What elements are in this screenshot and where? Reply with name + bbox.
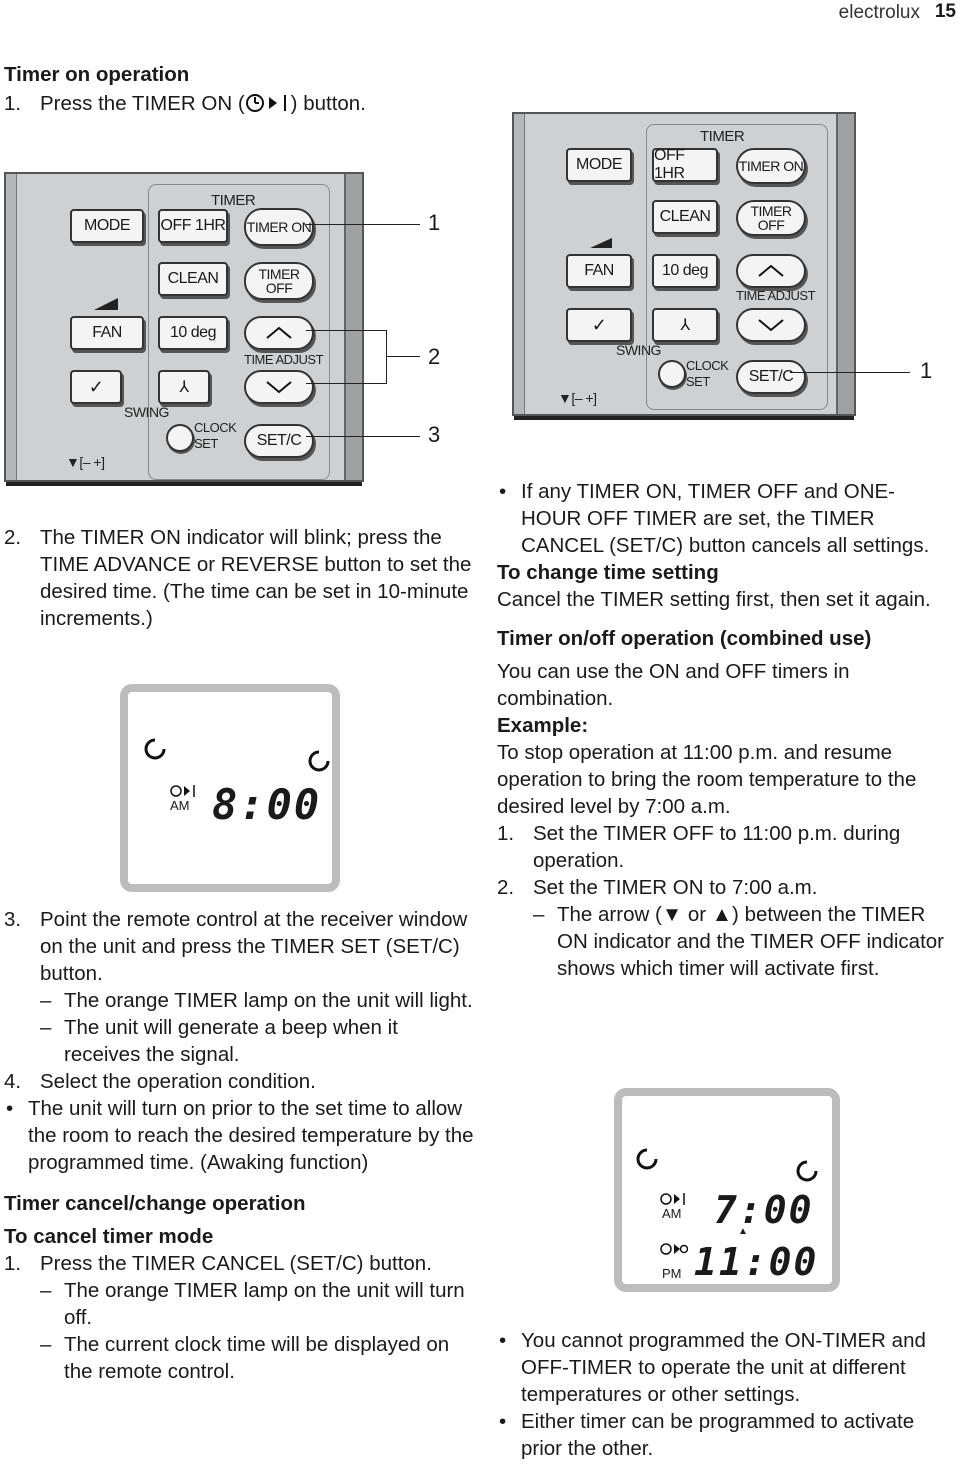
example-step-2: 2. Set the TIMER ON to 7:00 a.m. (497, 876, 818, 899)
page-number: 15 (934, 1, 956, 22)
left-top-text: Timer on operation 1. Press the TIMER ON… (4, 61, 474, 117)
remote-control-panel: TIMER MODE OFF 1HR TIMER ON CLEAN TIMER … (4, 172, 364, 486)
example-step-2-note: – The arrow (▼ or ▲) between the TIMER O… (533, 903, 944, 980)
heading-change-time: To change time setting (497, 561, 719, 584)
battery-icon: ▼[– +] (558, 390, 597, 406)
example-text: To stop operation at 11:00 p.m. and resu… (497, 741, 917, 818)
change-text: Cancel the TIMER setting first, then set… (497, 588, 931, 611)
timer-off-icon (660, 1243, 688, 1255)
battery-icon: ▼[– +] (66, 454, 105, 470)
right-bottom-text: • You cannot programmed the ON-TIMER and… (497, 1327, 953, 1462)
left-middle-text: 2. The TIMER ON indicator will blink; pr… (4, 524, 474, 632)
step-3-note-2: – The unit will generate a beep when it … (40, 1016, 398, 1066)
deg-button-2[interactable]: 10 deg (652, 254, 718, 288)
signal-icon (94, 298, 118, 310)
off-1hr-button-2[interactable]: OFF 1HR (652, 147, 718, 182)
set-c-button-2[interactable]: SET/C (736, 360, 806, 394)
swing-vertical-button-2[interactable]: ✓ (566, 308, 632, 342)
timer-on-button[interactable]: TIMER ON (244, 208, 314, 246)
chevron-up-icon (758, 264, 784, 277)
signal-icon-2 (590, 238, 612, 248)
time-down-button[interactable] (244, 370, 314, 404)
fan-swirl-icon (144, 738, 166, 760)
step-3-note-1: – The orange TIMER lamp on the unit will… (40, 989, 473, 1012)
fan-button[interactable]: FAN (70, 316, 144, 350)
brand-name: electrolux (838, 2, 920, 23)
clean-button[interactable]: CLEAN (158, 262, 228, 296)
bullet-cancel-all: • If any TIMER ON, TIMER OFF and ONE-HOU… (499, 480, 930, 557)
arrow-up-icon: ▲ (738, 1226, 748, 1237)
swing-vertical-icon: ✓ (591, 314, 607, 335)
bullet-programmed: • You cannot programmed the ON-TIMER and… (499, 1329, 926, 1406)
timer-on-button-2[interactable]: TIMER ON (736, 148, 806, 184)
time-down-button-2[interactable] (736, 308, 806, 342)
swing-vertical-button[interactable]: ✓ (70, 370, 122, 404)
chevron-down-icon (758, 319, 784, 332)
cancel-step-1: 1. Press the TIMER CANCEL (SET/C) button… (4, 1252, 432, 1275)
fan-swirl-icon (796, 1160, 818, 1182)
step-2: 2. The TIMER ON indicator will blink; pr… (4, 526, 472, 630)
swing-horizontal-icon: ⅄ (179, 379, 189, 396)
lcd-time: 8:00 (212, 780, 322, 829)
callout-1-right: 1 (920, 358, 933, 383)
step-1: 1. Press the TIMER ON () button. (4, 92, 366, 115)
cancel-note-2: – The current clock time will be display… (40, 1333, 450, 1383)
heading-timer-cancel: Timer cancel/change operation (4, 1192, 306, 1215)
timer-off-button-2[interactable]: TIMER OFF (736, 200, 806, 236)
mode-button[interactable]: MODE (70, 209, 144, 243)
timer-on-icon (245, 94, 286, 112)
deg-button[interactable]: 10 deg (158, 316, 228, 350)
off-1hr-button[interactable]: OFF 1HR (158, 209, 228, 243)
timer-off-button[interactable]: TIMER OFF (244, 262, 314, 300)
chevron-down-icon (266, 381, 292, 394)
swing-horizontal-button-2[interactable]: ⅄ (652, 308, 718, 342)
left-lower-text: 3. Point the remote control at the recei… (4, 906, 474, 1385)
cancel-note-1: – The orange TIMER lamp on the unit will… (40, 1279, 465, 1329)
callout-3: 3 (428, 422, 441, 447)
callout-2: 2 (428, 344, 441, 369)
lcd-time-on: 7:00 (714, 1188, 814, 1232)
fan-swirl-icon (636, 1148, 658, 1170)
step-4: 4. Select the operation condition. (4, 1070, 316, 1093)
set-c-button[interactable]: SET/C (244, 424, 314, 458)
fan-swirl-icon (308, 750, 330, 772)
bullet-either-timer: • Either timer can be programmed to acti… (499, 1410, 915, 1460)
heading-combined: Timer on/off operation (combined use) (497, 627, 872, 650)
chevron-up-icon (266, 326, 292, 339)
bullet-awaking: • The unit will turn on prior to the set… (6, 1097, 474, 1174)
time-up-button[interactable] (244, 316, 314, 350)
swing-horizontal-button[interactable]: ⅄ (158, 370, 210, 404)
heading-example: Example: (497, 714, 589, 737)
remote-control-panel-2: TIMER MODE OFF 1HR TIMER ON CLEAN TIMER … (512, 112, 856, 420)
lcd-display-2: AM 7:00 ▲ PM 11:00 (614, 1088, 840, 1292)
time-up-button-2[interactable] (736, 254, 806, 288)
heading-timer-on: Timer on operation (4, 63, 190, 86)
swing-horizontal-icon: ⅄ (680, 317, 690, 334)
fan-button-2[interactable]: FAN (566, 254, 632, 288)
mode-button-2[interactable]: MODE (566, 148, 632, 182)
combined-text: You can use the ON and OFF timers in com… (497, 660, 850, 710)
timer-on-icon (660, 1193, 685, 1205)
right-text: • If any TIMER ON, TIMER OFF and ONE-HOU… (497, 478, 953, 982)
step-3: 3. Point the remote control at the recei… (4, 908, 468, 985)
arrow-down-icon: ▼ (661, 903, 683, 926)
callout-1: 1 (428, 210, 441, 235)
swing-vertical-icon: ✓ (88, 376, 104, 397)
timer-on-icon (170, 785, 195, 797)
example-step-1: 1. Set the TIMER OFF to 11:00 p.m. durin… (497, 822, 901, 872)
arrow-up-icon: ▲ (711, 903, 733, 926)
clock-set-button-2[interactable] (658, 360, 686, 388)
lcd-time-off: 11:00 (694, 1240, 819, 1284)
clean-button-2[interactable]: CLEAN (652, 200, 718, 234)
clock-set-button[interactable] (166, 424, 194, 452)
heading-cancel-mode: To cancel timer mode (4, 1225, 214, 1248)
lcd-display: AM 8:00 (120, 684, 340, 892)
